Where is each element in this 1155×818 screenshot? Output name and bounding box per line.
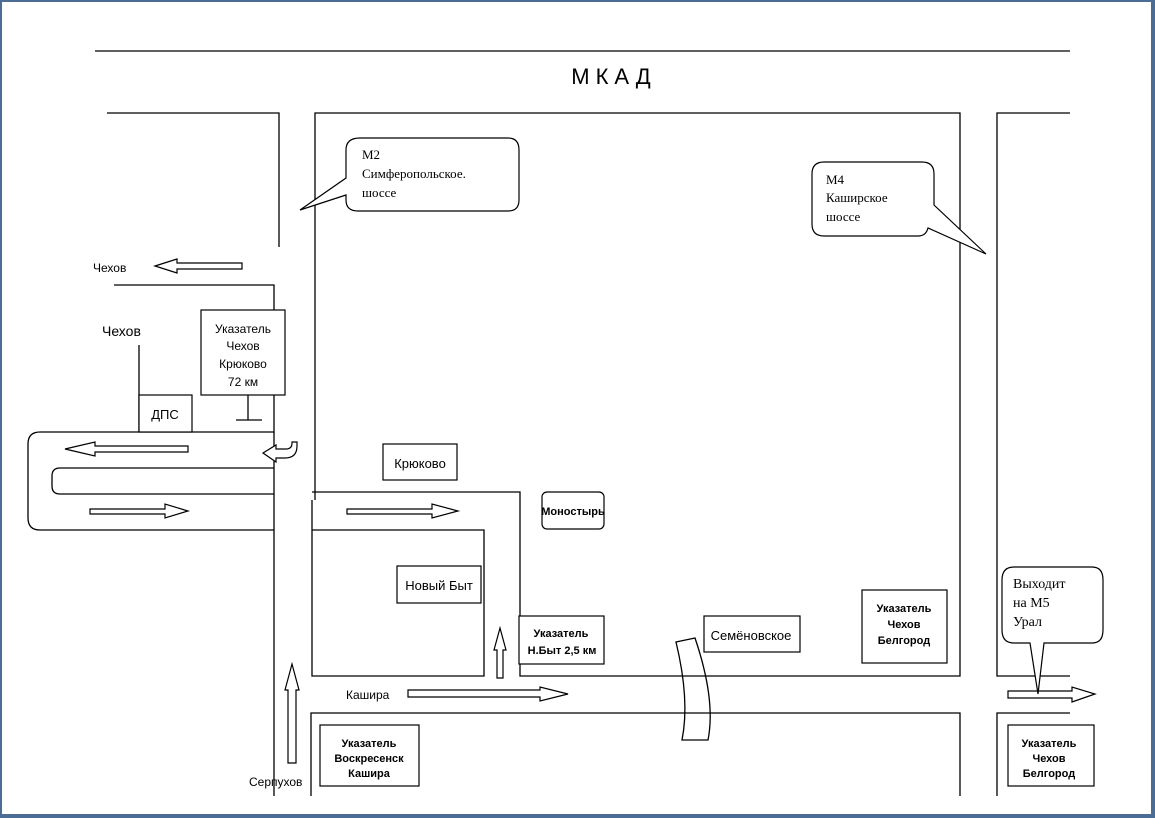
sign-ck-line1: Указатель (215, 322, 271, 336)
semenovskoe-box (703, 615, 801, 653)
u-turn-inner (51, 467, 274, 495)
callout-m2 (299, 137, 520, 212)
sign-vk-line3: Кашира (348, 768, 391, 780)
block-bottom-middle (310, 712, 961, 796)
callout-m2-line1: М2 (362, 147, 380, 162)
sign-cb1-line2: Чехов (887, 619, 920, 631)
sign-box-chekhov-belgorod-2 (1007, 724, 1095, 787)
road-label-chekhov-mid: Чехов (102, 323, 141, 339)
sign-cb1-line1: Указатель (877, 603, 932, 615)
dps-label: ДПС (151, 407, 179, 422)
arrow-nbyt-up (493, 625, 507, 679)
arrow-kashira-right (407, 686, 569, 702)
kryukovo-box (382, 443, 458, 481)
callout-m4-line3: шоссе (826, 209, 861, 224)
sign-box-voskresensk (319, 724, 420, 787)
callout-m5 (1001, 566, 1104, 695)
sign-cb2-line2: Чехов (1032, 753, 1065, 765)
road-label-chekhov-top: Чехов (93, 261, 126, 275)
road-label-kashira: Кашира (346, 688, 390, 702)
sign-box-nbyt (518, 615, 605, 665)
arrow-serpukhov-up (284, 661, 300, 764)
callout-m4-line2: Каширское (826, 190, 888, 205)
sign-nbyt-line2: Н.Быт 2,5 км (528, 645, 597, 657)
callout-m4 (811, 161, 987, 255)
arrow-u-turn-small (261, 441, 298, 464)
sign-cb2-line3: Белгород (1023, 768, 1075, 780)
callout-m4-line1: М4 (826, 172, 845, 187)
semenovskoe-label: Семёновское (711, 628, 792, 643)
block-central (312, 112, 961, 677)
arrow-kryukovo-right (346, 503, 461, 519)
sign-cb1-line3: Белгород (878, 635, 930, 647)
block-top-left (107, 112, 280, 247)
mkad-title: МКАД (571, 64, 656, 89)
callout-m2-line2: Симферопольское. (362, 166, 466, 181)
sign-vk-line2: Воскресенск (334, 753, 404, 765)
callout-m5-line2: на М5 (1013, 596, 1050, 611)
sign-nbyt-line1: Указатель (534, 628, 589, 640)
dps-box (138, 394, 193, 433)
sign-box-chekhov-kryukovo (200, 309, 286, 396)
road-label-serpukhov: Серпухов (249, 775, 302, 789)
bridge (675, 637, 711, 741)
sign-ck-line2: Чехов (226, 339, 259, 353)
monostyr-box (541, 491, 605, 530)
block-novy-byt (311, 500, 485, 677)
novy-byt-label: Новый Быт (405, 578, 473, 593)
arrow-loop-left (64, 441, 189, 457)
sign-cb2-line1: Указатель (1022, 738, 1077, 750)
sign-box-chekhov-belgorod-1 (861, 589, 948, 664)
sign-vk-line1: Указатель (342, 738, 397, 750)
arrow-loop-right (89, 503, 191, 519)
callout-m2-line3: шоссе (362, 185, 397, 200)
block-bottom-right (996, 712, 1070, 796)
block-right (996, 112, 1070, 677)
sign-ck-line4: 72 км (228, 375, 258, 389)
novy-byt-box (396, 565, 482, 604)
monostyr-label: Моностырь (541, 506, 605, 518)
arrow-chekhov-left (153, 258, 243, 274)
arrow-m5-right (1007, 686, 1097, 703)
kryukovo-label: Крюково (394, 456, 446, 471)
callout-m5-line1: Выходит (1013, 577, 1066, 592)
u-turn-loop (27, 431, 275, 796)
callout-m5-line3: Урал (1013, 615, 1042, 630)
sign-ck-line3: Крюково (219, 357, 267, 371)
